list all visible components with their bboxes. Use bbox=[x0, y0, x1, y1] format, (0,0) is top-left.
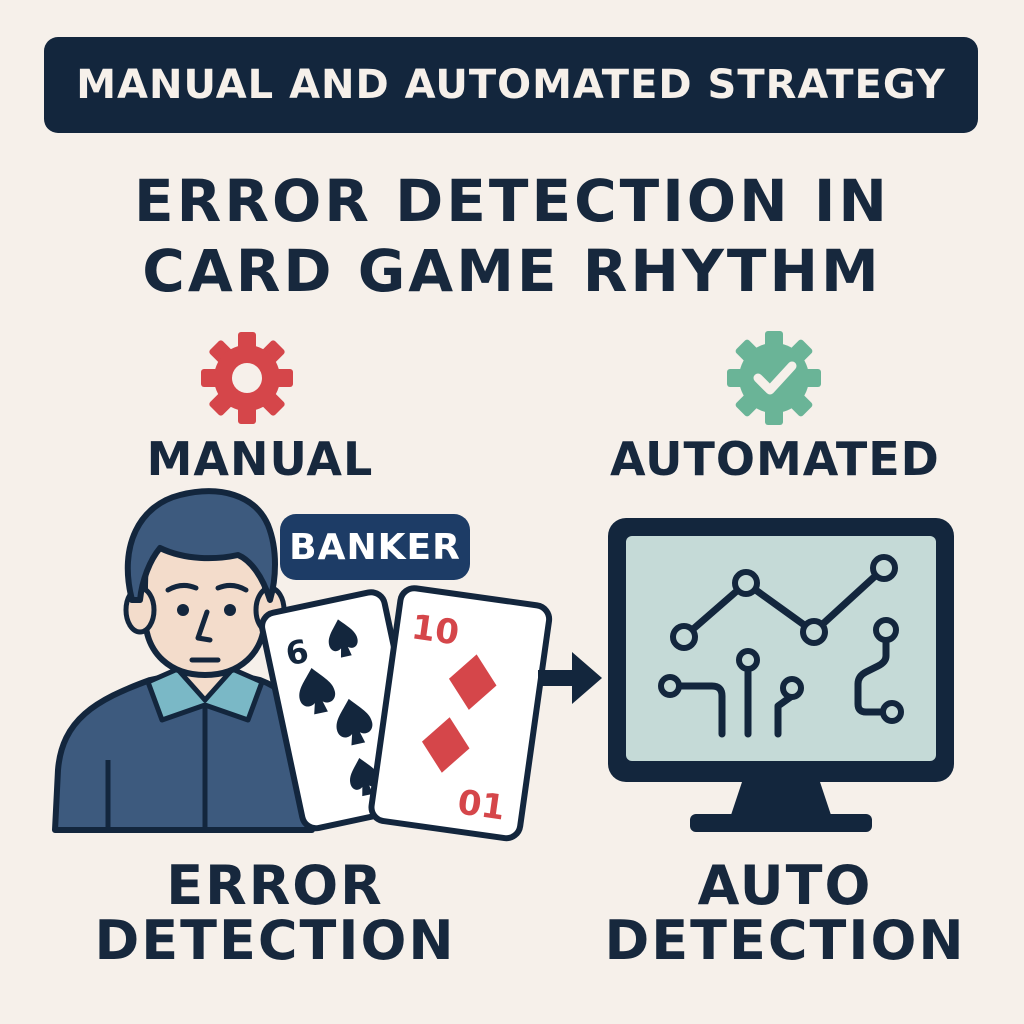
monitor-illustration bbox=[608, 518, 954, 832]
main-title-line-1: ERROR DETECTION IN bbox=[134, 167, 890, 235]
arrow-right-icon bbox=[538, 652, 602, 704]
auto-detection-line-1: AUTO bbox=[697, 854, 873, 917]
automated-label: AUTOMATED bbox=[610, 432, 940, 486]
auto-detection-line-2: DETECTION bbox=[604, 909, 966, 973]
error-detection-label: ERROR DETECTION bbox=[90, 858, 460, 968]
card-rank-ten-inverted: 01 bbox=[455, 782, 507, 828]
strategy-banner: MANUAL AND AUTOMATED STRATEGY bbox=[44, 37, 978, 133]
spade-icon bbox=[299, 619, 379, 797]
error-detection-line-1: ERROR bbox=[166, 854, 384, 917]
playing-card-ten-diamonds: 10 01 bbox=[368, 585, 553, 842]
banner-text: MANUAL AND AUTOMATED STRATEGY bbox=[76, 62, 946, 108]
error-detection-line-2: DETECTION bbox=[94, 909, 456, 973]
auto-detection-label: AUTO DETECTION bbox=[600, 858, 970, 968]
diamond-icon bbox=[421, 654, 497, 773]
card-rank-ten: 10 bbox=[409, 607, 461, 653]
gear-icon bbox=[201, 332, 293, 424]
manual-label: MANUAL bbox=[146, 432, 374, 486]
person-illustration bbox=[52, 488, 315, 833]
banker-badge: BANKER bbox=[280, 514, 470, 580]
banker-badge-text: BANKER bbox=[289, 526, 461, 568]
main-title-line-2: CARD GAME RHYTHM bbox=[142, 237, 882, 305]
gear-check-icon bbox=[727, 331, 821, 425]
